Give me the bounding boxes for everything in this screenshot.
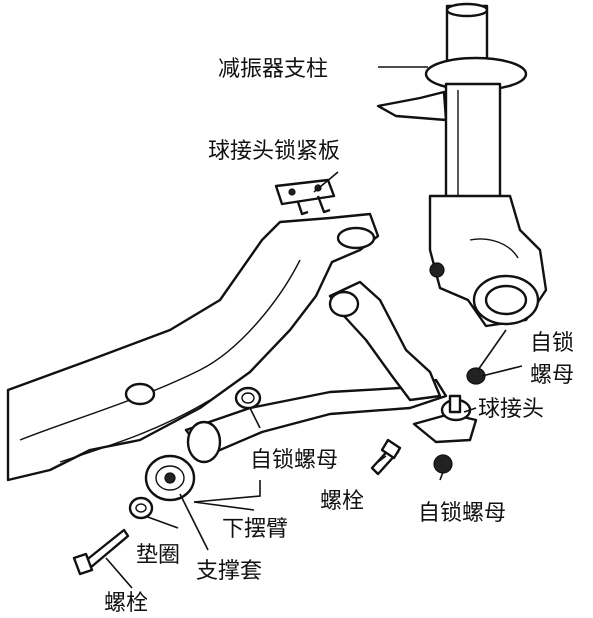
self-locking-nut-low	[433, 454, 453, 474]
bolt-low	[72, 528, 130, 576]
label-self-locking-nut-top-line1: 自锁	[530, 331, 574, 356]
label-bushing: 支撑套	[196, 559, 262, 584]
ball-joint-lock-plate	[274, 178, 336, 216]
label-self-locking-nut-low: 自锁螺母	[418, 501, 506, 526]
leader-lines	[105, 66, 523, 589]
bolt-mid	[370, 438, 402, 476]
label-self-locking-nut-top-line2: 螺母	[530, 363, 574, 388]
subframe	[6, 212, 380, 482]
label-washer: 垫圈	[136, 543, 180, 568]
shock-absorber-strut	[376, 2, 548, 328]
label-bolt-mid: 螺栓	[320, 489, 364, 514]
label-lower-control-arm: 下摆臂	[222, 517, 288, 542]
ball-joint	[412, 394, 478, 444]
label-bolt-low: 螺栓	[104, 591, 148, 616]
label-shock-absorber-strut: 减振器支柱	[218, 57, 328, 82]
label-ball-joint-lock-plate: 球接头锁紧板	[208, 139, 340, 164]
label-ball-joint: 球接头	[478, 397, 544, 422]
bushing	[144, 454, 196, 502]
label-self-locking-nut-mid: 自锁螺母	[250, 448, 338, 473]
washer	[128, 496, 154, 520]
lower-control-arm	[184, 280, 448, 464]
self-locking-nut-mid	[234, 386, 262, 410]
